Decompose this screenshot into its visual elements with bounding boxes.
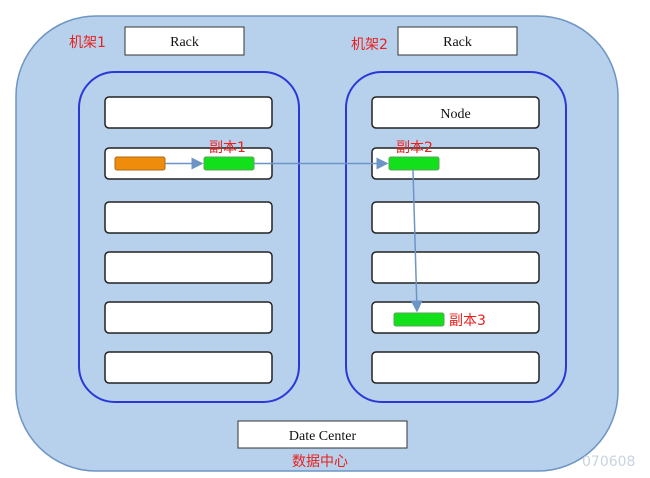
arrow-replica2-to-replica3 (410, 169, 423, 313)
rack2-node-4 (371, 251, 540, 284)
client-block (114, 156, 166, 171)
rack2-node-1-label: Node (440, 107, 470, 122)
rack1-caption: 机架1 (69, 35, 106, 51)
replica1-label: 副本1 (209, 140, 246, 156)
rack1-node-1 (104, 96, 273, 129)
replica2-block (388, 156, 440, 171)
rack1-node-3 (104, 201, 273, 234)
rack2-title-box (397, 26, 518, 56)
rack1-node-5 (104, 301, 273, 334)
rack1-node-4 (104, 251, 273, 284)
rack2-title: Rack (443, 35, 472, 50)
replica1-block (203, 156, 255, 171)
datacenter-label: Date Center (289, 429, 357, 444)
datacenter-label-box (237, 420, 408, 449)
datacenter-caption: 数据中心 (292, 454, 348, 470)
rack2-caption: 机架2 (351, 37, 388, 53)
replica3-block (393, 312, 445, 327)
rack2-node-1 (371, 96, 540, 129)
watermark-text: 070608 (582, 454, 635, 470)
rack1-title-box (124, 26, 245, 56)
rack2-node-3 (371, 201, 540, 234)
rack1-title: Rack (170, 35, 199, 50)
replica2-label: 副本2 (396, 140, 433, 156)
rack1-node-6 (104, 351, 273, 384)
replica3-label: 副本3 (449, 313, 486, 329)
rack2-node-6 (371, 351, 540, 384)
